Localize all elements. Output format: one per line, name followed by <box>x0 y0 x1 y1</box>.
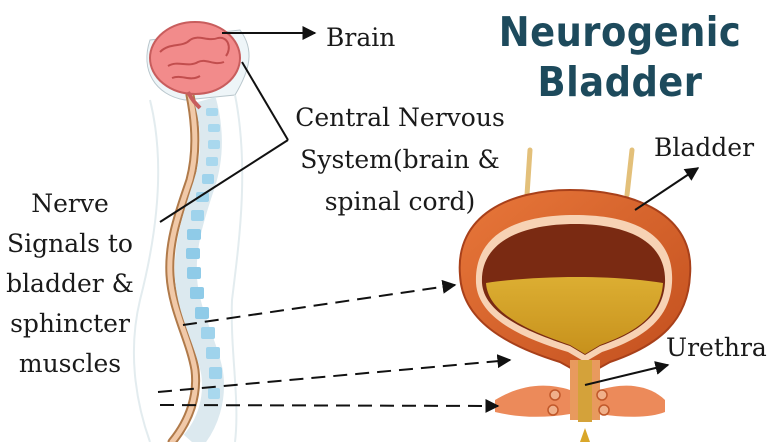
nerve-label-line-1: Nerve <box>31 189 109 218</box>
nerve-label-line-5: muscles <box>18 349 122 378</box>
bladder-label: Bladder <box>654 133 755 162</box>
title-line-1: Neurogenic <box>498 8 742 56</box>
arrows <box>157 26 700 413</box>
nerve-arrow-2 <box>157 354 512 393</box>
cns-label-line-1: Central Nervous <box>295 103 505 132</box>
cns-label-line-2: System(brain & <box>300 145 500 174</box>
cns-label-line-3: spinal cord) <box>324 187 476 216</box>
brain-illustration <box>149 21 241 110</box>
urethra-label-arrow <box>584 361 670 386</box>
title-line-2: Bladder <box>537 58 703 106</box>
cns-arrow-spine <box>159 139 289 223</box>
nerve-label-line-2: Signals to <box>6 229 133 258</box>
urethra-label: Urethra <box>666 333 767 362</box>
brain-label: Brain <box>326 23 396 52</box>
cns-arrow-brain <box>241 61 289 141</box>
nerve-arrow-3 <box>159 398 500 413</box>
bladder-label-arrow <box>634 167 700 211</box>
nerve-label-line-4: sphincter <box>10 309 130 338</box>
nerve-label-line-3: bladder & <box>6 269 134 298</box>
nerve-arrow-1 <box>182 279 457 326</box>
bladder-illustration <box>458 147 692 442</box>
vertebrae <box>186 108 222 399</box>
